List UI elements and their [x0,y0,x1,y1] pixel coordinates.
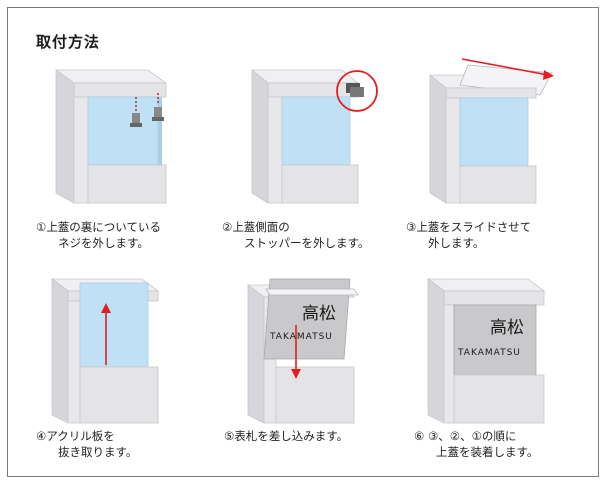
page-title: 取付方法 [36,33,101,51]
screw-icon [130,113,142,127]
step-5-drawing: 高松 TAKAMATSU [246,278,359,424]
step-1-line2: ネジを外します。 [58,236,149,250]
step-6-illustration: 高松 TAKAMATSU [424,275,564,425]
acrylic-plate [79,282,149,368]
step-1-number: ① [36,220,47,234]
step-2-line1: 上蓋側面の [232,220,290,234]
step-5-caption: ⑤表札を差し込みます。 [224,428,348,444]
step-6-line1: ③、②、①の順に [424,429,517,443]
plate-roman: TAKAMATSU [269,332,333,342]
step-6-caption: ⑥ ③、②、①の順に 上蓋を装着します。 [414,428,538,460]
highlight-circle [336,70,378,112]
screw-icon [152,107,164,121]
step-3-drawing [428,58,554,204]
plate-kanji: 高松 [302,304,336,324]
step-4-line1: アクリル板を [46,429,115,443]
step-3-line2: 外します。 [428,236,485,250]
step-5-illustration: 高松 TAKAMATSU [240,275,380,425]
step-3-number: ③ [406,220,417,234]
nameplate [453,304,537,376]
step-4-illustration [46,275,176,425]
nameplate [263,278,351,360]
slide-arrow [461,58,554,80]
step-3-caption: ③上蓋をスライドさせて 外します。 [406,219,531,251]
step-1-line1: 上蓋の裏についている [46,220,161,234]
step-1-caption: ①上蓋の裏についている ネジを外します。 [36,219,161,251]
step-3-illustration [420,55,570,205]
step-6-line2: 上蓋を装着します。 [436,445,539,459]
step-5-line1: 表札を差し込みます。 [234,429,349,443]
stopper-icon [346,83,364,97]
down-arrow [291,325,301,379]
step-4-caption: ④アクリル板を 抜き取ります。 [36,428,137,460]
step-5-number: ⑤ [224,429,235,443]
step-2-number: ② [222,220,233,234]
step-2-illustration [244,65,384,205]
step-1-drawing [54,69,168,204]
step-3-line1: 上蓋をスライドさせて [416,220,532,234]
step-2-line2: ストッパーを外します。 [244,236,370,250]
step-6-drawing: 高松 TAKAMATSU [426,278,546,424]
plate-kanji: 高松 [490,318,524,338]
plate-roman: TAKAMATSU [457,348,521,358]
step-1-illustration [48,65,178,205]
step-6-number: ⑥ [414,429,425,443]
step-4-drawing [50,278,160,424]
step-4-line2: 抜き取ります。 [58,445,138,459]
step-2-caption: ②上蓋側面の ストッパーを外します。 [222,219,369,251]
up-arrow [101,303,111,365]
step-2-drawing [250,69,378,204]
step-4-number: ④ [36,429,47,443]
